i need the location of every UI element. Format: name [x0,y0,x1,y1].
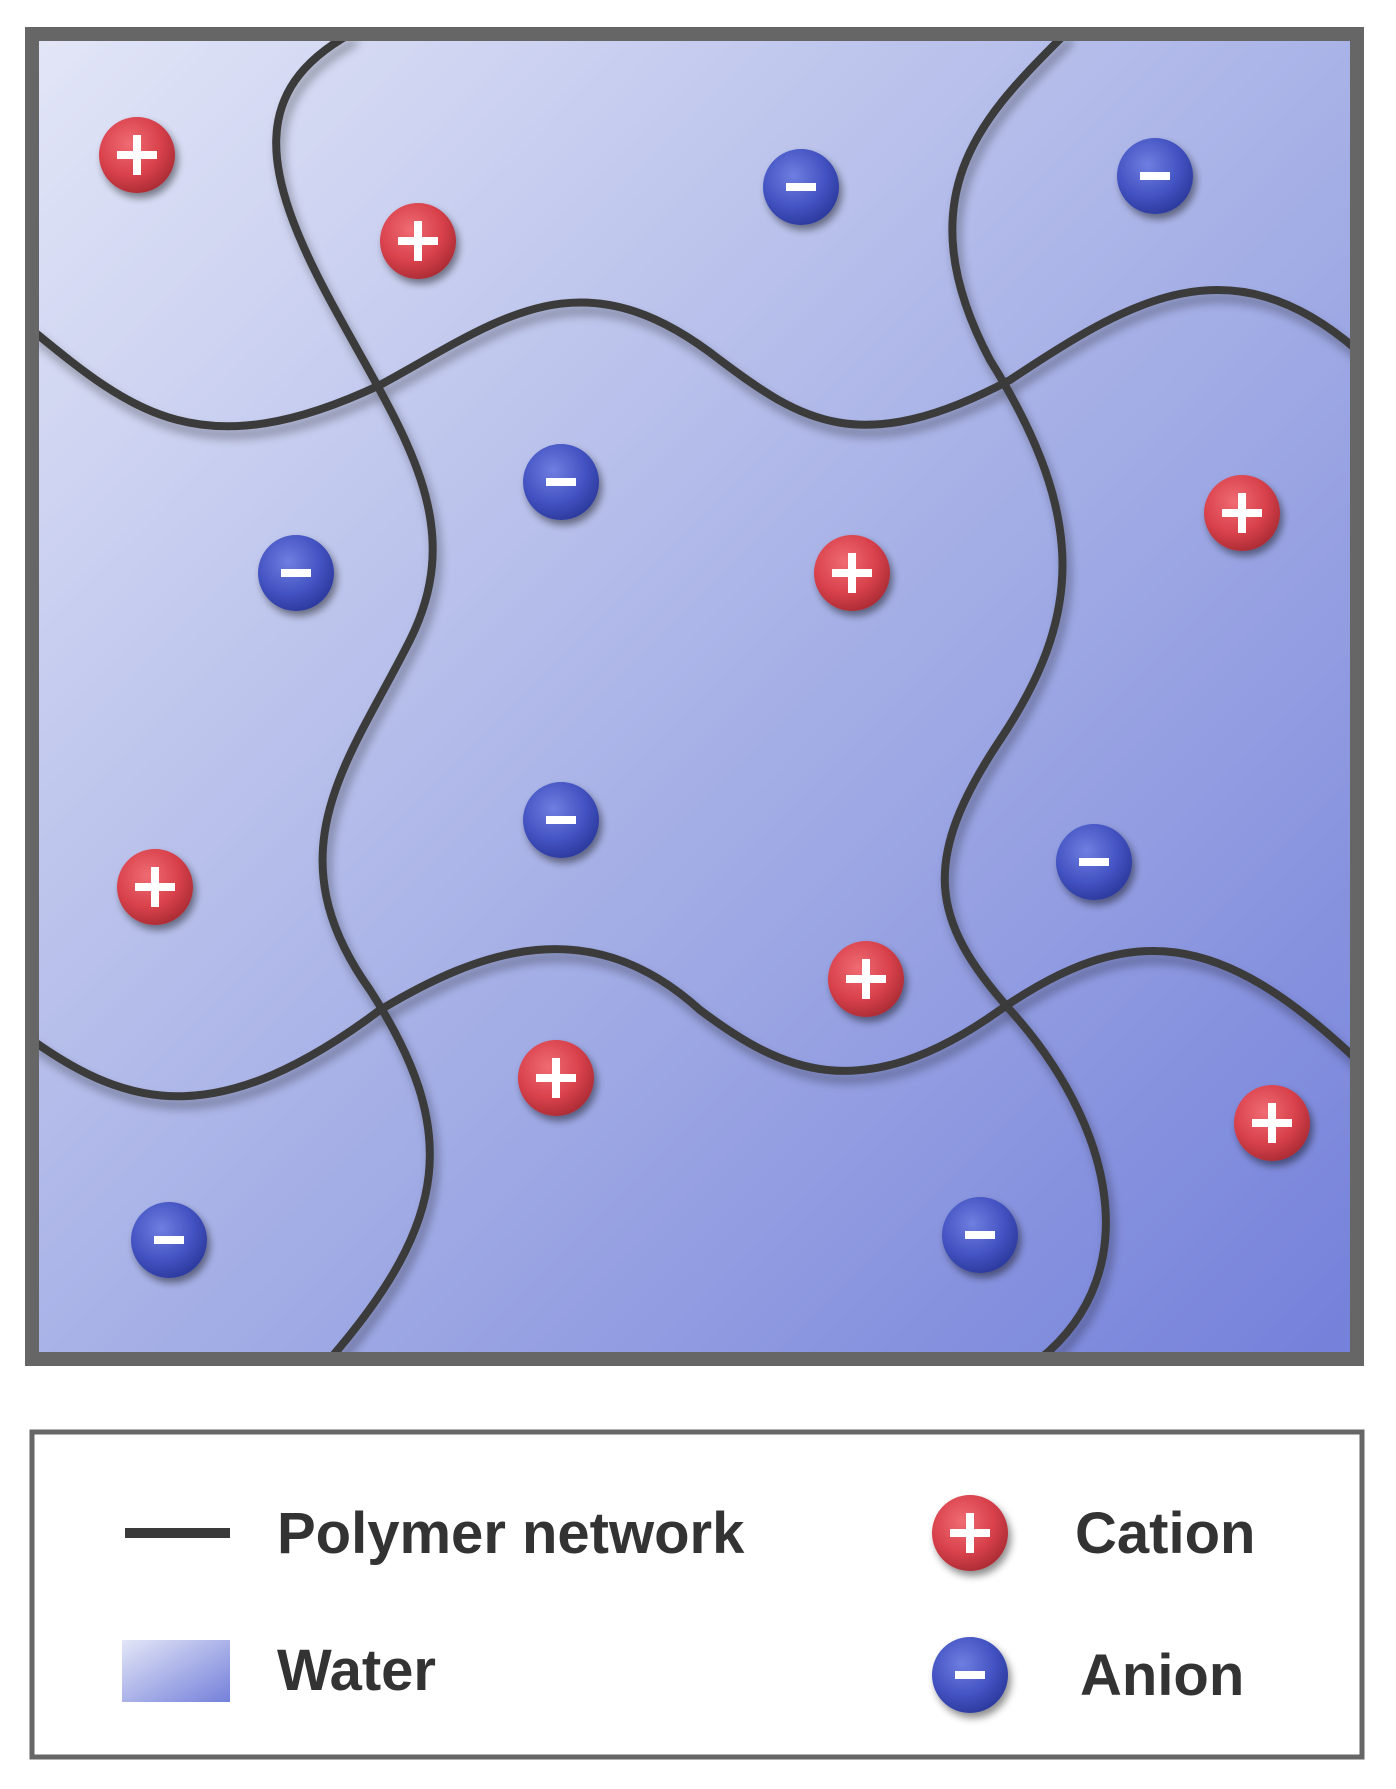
anion-4 [258,535,334,611]
anion-6 [1056,824,1132,900]
cation-2 [380,203,456,279]
water-region [32,34,1357,1359]
anion-legend-icon [932,1637,1008,1713]
cation-label: Cation [1075,1501,1255,1566]
polymer-strand-h2 [32,945,1357,1101]
cation-6 [828,941,904,1017]
ion-layer [99,117,1310,1278]
anion-label: Anion [1080,1643,1244,1708]
anion-3 [523,444,599,520]
cation-3 [1204,475,1280,551]
anion-7 [131,1202,207,1278]
legend: Polymer network Water Cation Anion [29,1429,1365,1760]
water-legend-icon [122,1640,230,1702]
polymer-network [32,34,1357,1359]
cation-4 [814,535,890,611]
polymer-strand-v1 [272,34,437,1359]
main-frame [25,27,1364,1366]
polymer-strand-v2 [940,34,1110,1359]
polymer-strand-h1 [32,286,1357,431]
anion-5 [523,782,599,858]
anion-1 [763,149,839,225]
cation-legend-icon [932,1495,1008,1571]
polymer-network-label: Polymer network [277,1501,745,1566]
water-label: Water [277,1638,436,1703]
cation-1 [99,117,175,193]
cation-8 [1234,1085,1310,1161]
cation-5 [117,849,193,925]
anion-8 [942,1197,1018,1273]
cation-7 [518,1040,594,1116]
legend-frame [29,1429,1365,1760]
anion-2 [1117,138,1193,214]
